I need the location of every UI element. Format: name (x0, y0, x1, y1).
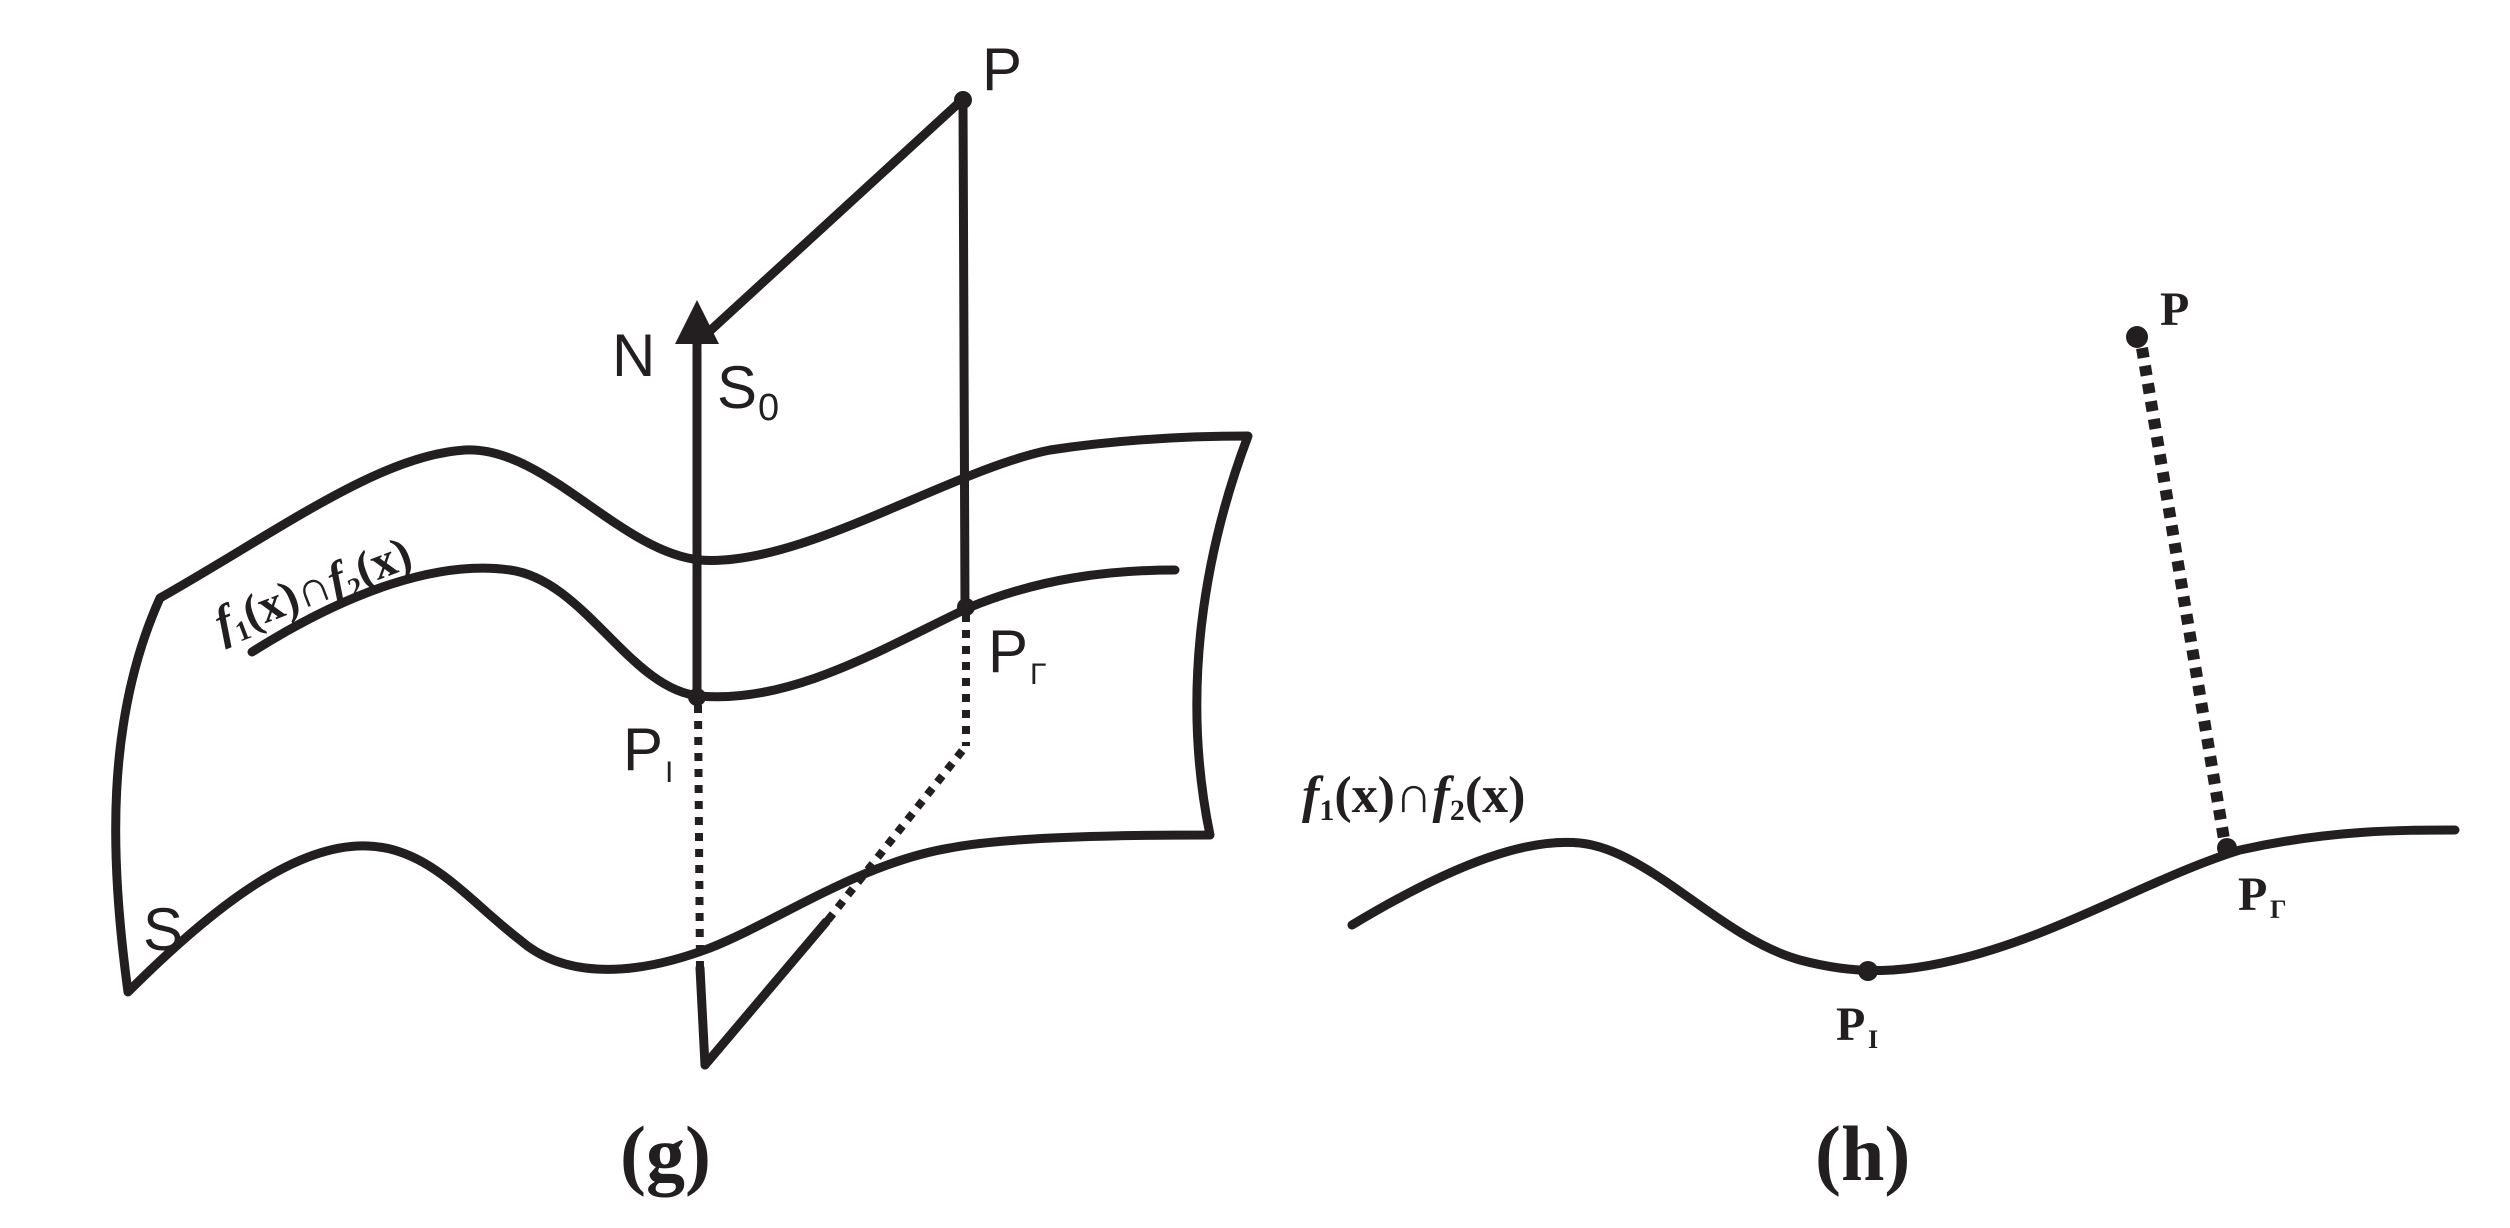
caption-g: (g) (620, 1110, 711, 1197)
dotted-p-pgamma-h (2136, 347, 2231, 846)
label-s0: S (717, 354, 757, 421)
curve-label-g: f1(x)∩f2(x) (207, 527, 420, 654)
label-pgamma-g: P (988, 618, 1028, 685)
label-pgamma-h-sub: Γ (2270, 895, 2287, 924)
plane-left-bottom (695, 963, 710, 1070)
point-pi-h (1858, 961, 1878, 981)
point-p-h (2126, 326, 2148, 348)
label-pi-g: P (623, 716, 663, 783)
point-pi-g (688, 688, 706, 706)
segment-s0-p (695, 95, 967, 345)
label-s0-sub: 0 (758, 387, 779, 429)
label-pgamma-h: P (2238, 868, 2267, 921)
label-p-g: P (982, 36, 1022, 103)
point-pgamma-g (957, 598, 975, 616)
label-pi-h: P (1836, 998, 1865, 1051)
dotted-below-pi (694, 704, 704, 971)
svg-text:f1(x)∩f2(x): f1(x)∩f2(x) (207, 527, 420, 654)
point-pgamma-h (2217, 838, 2237, 858)
panel-g: P N S 0 P Γ P I S f1(x)∩f2(x) (g) (111, 36, 1253, 1197)
label-s: S (143, 896, 183, 963)
dotted-slant (824, 743, 970, 923)
curve-label-h: f1(x)∩f2(x) (1302, 767, 1526, 827)
point-p-g (954, 91, 972, 109)
label-p-h: P (2160, 283, 2189, 336)
panel-h: P P I P Γ f1(x)∩f2(x) (h) (1302, 283, 2460, 1197)
label-pi-g-sub: I (665, 756, 673, 789)
label-pgamma-g-sub: Γ (1030, 658, 1047, 691)
plane-bottom-edge (700, 917, 831, 1070)
intersection-curve-h (1347, 825, 2460, 976)
label-n: N (612, 322, 655, 389)
label-pi-h-sub: I (1868, 1025, 1878, 1054)
segment-p-pgamma (958, 95, 970, 612)
surface-s-outline (111, 431, 1253, 997)
caption-h: (h) (1815, 1110, 1910, 1197)
